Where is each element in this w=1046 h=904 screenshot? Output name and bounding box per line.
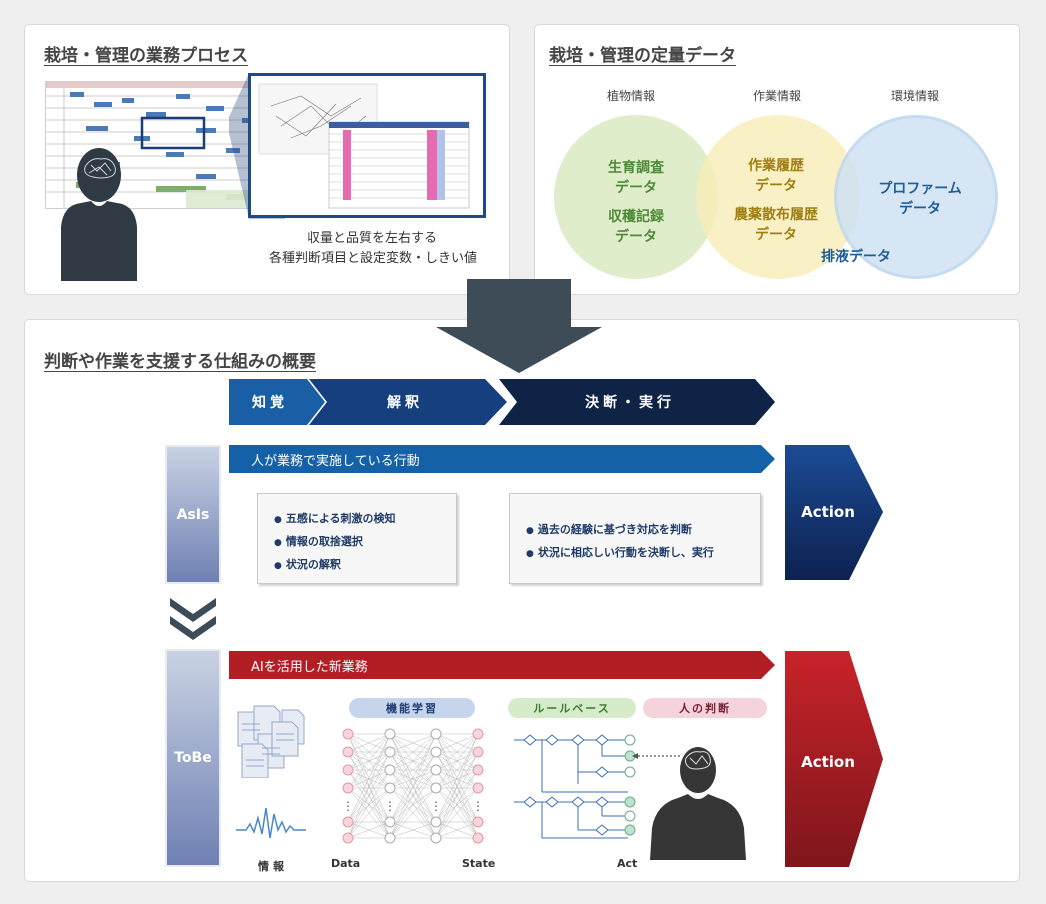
human-judgment-pill: 人の判断 (643, 698, 767, 718)
work-history-label: 作業履歴データ (748, 158, 804, 194)
asis-item-detect: 五感による刺激の検知 (274, 508, 456, 531)
act-label: Act (617, 857, 638, 870)
stage-interpretation: 解釈 (387, 395, 423, 411)
asis-item-execute: 状況に相応しい行動を決断し、実行 (526, 542, 760, 565)
plant-info-circle (554, 115, 718, 279)
rulebase-pill: ルールベース (508, 698, 636, 718)
profarm-data-label: プロファームデータ (878, 181, 962, 217)
nn-node (342, 782, 354, 794)
category-environment: 環境情報 (890, 89, 939, 103)
nn-node (472, 816, 484, 828)
env-info-circle (834, 115, 998, 279)
waveform-icon (236, 807, 306, 839)
pesticide-history-label: 農薬散布履歴データ (734, 207, 818, 243)
work-info-circle (696, 115, 860, 279)
nn-node (384, 832, 396, 844)
nn-node (472, 728, 484, 740)
human-silhouette-icon (650, 747, 746, 860)
down-arrow-icon (436, 279, 602, 373)
drainage-data-label: 排液データ (821, 249, 891, 265)
ml-pill: 機能学習 (349, 698, 475, 718)
dotted-arrow-icon (632, 753, 682, 759)
support-overview-title: 判断や作業を支援する仕組みの概要 (44, 352, 316, 372)
nn-node (430, 816, 442, 828)
tobe-label: ToBe (165, 649, 221, 867)
growth-survey-label: 生育調査データ (608, 160, 664, 196)
detail-zoom-image (248, 73, 486, 218)
quantitative-data-panel: 栽培・管理の定量データ 植物情報 作業情報 環境情報 生育調査データ 収穫記録デ… (534, 24, 1020, 295)
quantitative-data-title: 栽培・管理の定量データ (549, 46, 736, 66)
nn-node (430, 728, 442, 740)
data-label: Data (331, 857, 361, 870)
asis-decision-box: 過去の経験に基づき対応を判断 状況に相応しい行動を決断し、実行 (509, 493, 761, 584)
category-plant: 植物情報 (606, 89, 655, 103)
neural-network-diagram: ⋮ ⋮ ⋮ ⋮ (342, 728, 484, 844)
nn-node (342, 764, 354, 776)
documents-icon (237, 705, 305, 778)
asis-item-judge: 過去の経験に基づき対応を判断 (526, 519, 760, 542)
info-label: 情報 (258, 860, 288, 873)
nn-node (384, 782, 396, 794)
caption-line-2: 各種判断項目と設定変数・しきい値 (268, 251, 477, 266)
asis-action-shape (785, 445, 883, 580)
nn-node (472, 746, 484, 758)
nn-node (472, 832, 484, 844)
nn-node (342, 816, 354, 828)
nn-node (430, 782, 442, 794)
nn-node (472, 782, 484, 794)
business-process-title: 栽培・管理の業務プロセス (44, 46, 248, 66)
stage-decision: 決断・実行 (585, 395, 675, 411)
asis-item-interpret: 状況の解釈 (274, 554, 456, 577)
nn-node (342, 746, 354, 758)
state-label: State (462, 857, 496, 870)
asis-action-label: Action (801, 503, 855, 521)
harvest-record-label: 収穫記録データ (608, 209, 664, 245)
nn-node (384, 746, 396, 758)
asis-banner-shape (229, 445, 775, 473)
asis-banner-text: 人が業務で実施している行動 (251, 453, 420, 469)
nn-node (384, 764, 396, 776)
nn-ellipsis: ⋮ (430, 799, 442, 813)
nn-node (342, 832, 354, 844)
stage-chevrons (229, 379, 775, 425)
nn-node (430, 746, 442, 758)
double-chevron-down-icon (170, 598, 216, 640)
rule-flow-diagram (514, 734, 636, 839)
nn-node (472, 764, 484, 776)
tobe-banner-shape (229, 651, 775, 679)
tobe-action-shape (785, 651, 883, 867)
stage-perception: 知覚 (252, 395, 288, 411)
nn-node (430, 832, 442, 844)
nn-ellipsis: ⋮ (342, 799, 354, 813)
nn-node (384, 728, 396, 740)
asis-item-select: 情報の取捨選択 (274, 531, 456, 554)
caption-line-1: 収量と品質を左右する (306, 231, 437, 246)
nn-ellipsis: ⋮ (384, 799, 396, 813)
category-work: 作業情報 (752, 89, 801, 103)
nn-node (384, 816, 396, 828)
nn-node (342, 728, 354, 740)
tobe-action-label: Action (801, 753, 855, 771)
business-process-panel: 栽培・管理の業務プロセス (24, 24, 510, 295)
nn-ellipsis: ⋮ (472, 799, 484, 813)
tobe-banner-text: AIを活用した新業務 (251, 659, 368, 675)
nn-node (430, 764, 442, 776)
person-brain-icon (61, 148, 137, 281)
asis-perception-box: 五感による刺激の検知 情報の取捨選択 状況の解釈 (257, 493, 457, 584)
asis-label: AsIs (165, 445, 221, 584)
